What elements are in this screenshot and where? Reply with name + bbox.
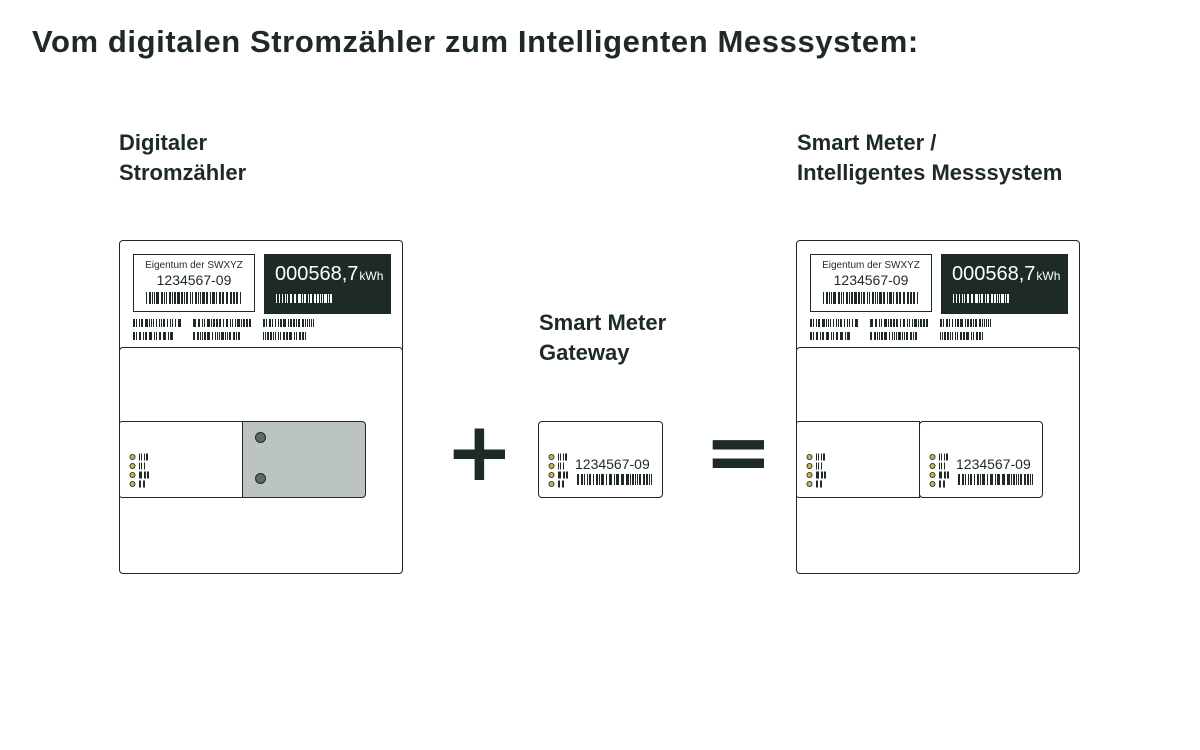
owner-serial-number: 1234567-09 <box>833 272 909 288</box>
gateway-slot <box>242 421 366 498</box>
label-smart-meter: Smart Meter / Intelligentes Messsystem <box>797 130 1063 185</box>
led-indicator-icon <box>806 453 826 488</box>
barcode-icon <box>146 292 241 304</box>
digital-meter: Eigentum der SWXYZ 1234567-09 000568,7kW… <box>118 240 403 574</box>
equals-sign: = <box>704 405 773 500</box>
meter-reading: 000568,7 <box>275 263 359 285</box>
barcode-icon <box>276 294 332 303</box>
plus-sign: + <box>445 405 514 500</box>
led-indicator-icon <box>929 453 949 488</box>
barcode-icon <box>577 474 652 485</box>
smart-meter-gateway: 1234567-09 <box>538 421 663 498</box>
barcode-icon <box>133 319 314 340</box>
owner-text: Eigentum der SWXYZ <box>145 260 243 271</box>
screw-icon <box>255 473 266 484</box>
meter-reading: 000568,7 <box>952 263 1036 285</box>
meter-unit: kWh <box>1036 269 1061 283</box>
smart-meter: Eigentum der SWXYZ 1234567-09 000568,7kW… <box>795 240 1080 574</box>
led-indicator-icon <box>129 453 149 488</box>
owner-label: Eigentum der SWXYZ 1234567-09 <box>810 254 932 312</box>
barcode-icon <box>958 474 1033 485</box>
label-gateway: Smart Meter Gateway <box>539 310 667 365</box>
barcode-icon <box>823 292 918 304</box>
owner-serial-number: 1234567-09 <box>156 272 232 288</box>
meter-module <box>795 421 920 498</box>
meter-display: 000568,7kWh <box>941 254 1068 314</box>
barcode-icon <box>953 294 1009 303</box>
gateway-serial-number: 1234567-09 <box>956 456 1031 472</box>
label-digital-meter: Digitaler Stromzähler <box>119 130 247 185</box>
barcode-icon <box>810 319 991 340</box>
owner-text: Eigentum der SWXYZ <box>822 260 920 271</box>
installed-gateway: 1234567-09 <box>919 421 1043 498</box>
gateway-serial-number: 1234567-09 <box>575 456 650 472</box>
page-title: Vom digitalen Stromzähler zum Intelligen… <box>32 24 919 59</box>
meter-module <box>118 421 243 498</box>
meter-unit: kWh <box>359 269 384 283</box>
meter-display: 000568,7kWh <box>264 254 391 314</box>
led-indicator-icon <box>548 453 568 488</box>
screw-icon <box>255 432 266 443</box>
owner-label: Eigentum der SWXYZ 1234567-09 <box>133 254 255 312</box>
